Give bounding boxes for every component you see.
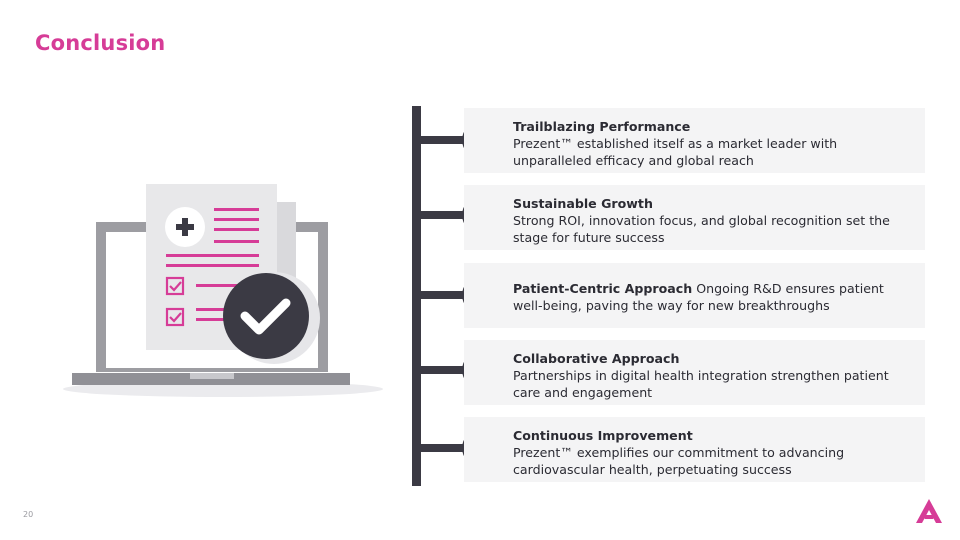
card-heading: Patient-Centric Approach <box>513 281 693 296</box>
timeline-card-sustainable-growth: Sustainable Growth Strong ROI, innovatio… <box>464 185 925 250</box>
laptop-medical-report-icon <box>63 184 383 397</box>
card-body: Prezent™ exemplifies our commitment to a… <box>513 445 845 477</box>
timeline-card-collaborative-approach: Collaborative Approach Partnerships in d… <box>464 340 925 405</box>
slide-title: Conclusion <box>35 31 166 55</box>
card-body: Strong ROI, innovation focus, and global… <box>513 213 890 245</box>
card-heading: Collaborative Approach <box>513 351 680 366</box>
timeline-line <box>412 106 421 486</box>
timeline-card-continuous-improvement: Continuous Improvement Prezent™ exemplif… <box>464 417 925 482</box>
card-heading: Continuous Improvement <box>513 428 693 443</box>
page-number: 20 <box>23 510 34 519</box>
prezent-logo-icon <box>916 499 942 523</box>
card-body: Ongoing R&D ensures patient well-being, … <box>513 281 884 313</box>
timeline-card-trailblazing-performance: Trailblazing Performance Prezent™ establ… <box>464 108 925 173</box>
card-body: Partnerships in digital health integrati… <box>513 368 889 400</box>
card-heading: Trailblazing Performance <box>513 119 691 134</box>
card-heading: Sustainable Growth <box>513 196 653 211</box>
timeline-card-patient-centric-approach: Patient-Centric Approach Ongoing R&D ens… <box>464 263 925 328</box>
card-body: Prezent™ established itself as a market … <box>513 136 838 168</box>
